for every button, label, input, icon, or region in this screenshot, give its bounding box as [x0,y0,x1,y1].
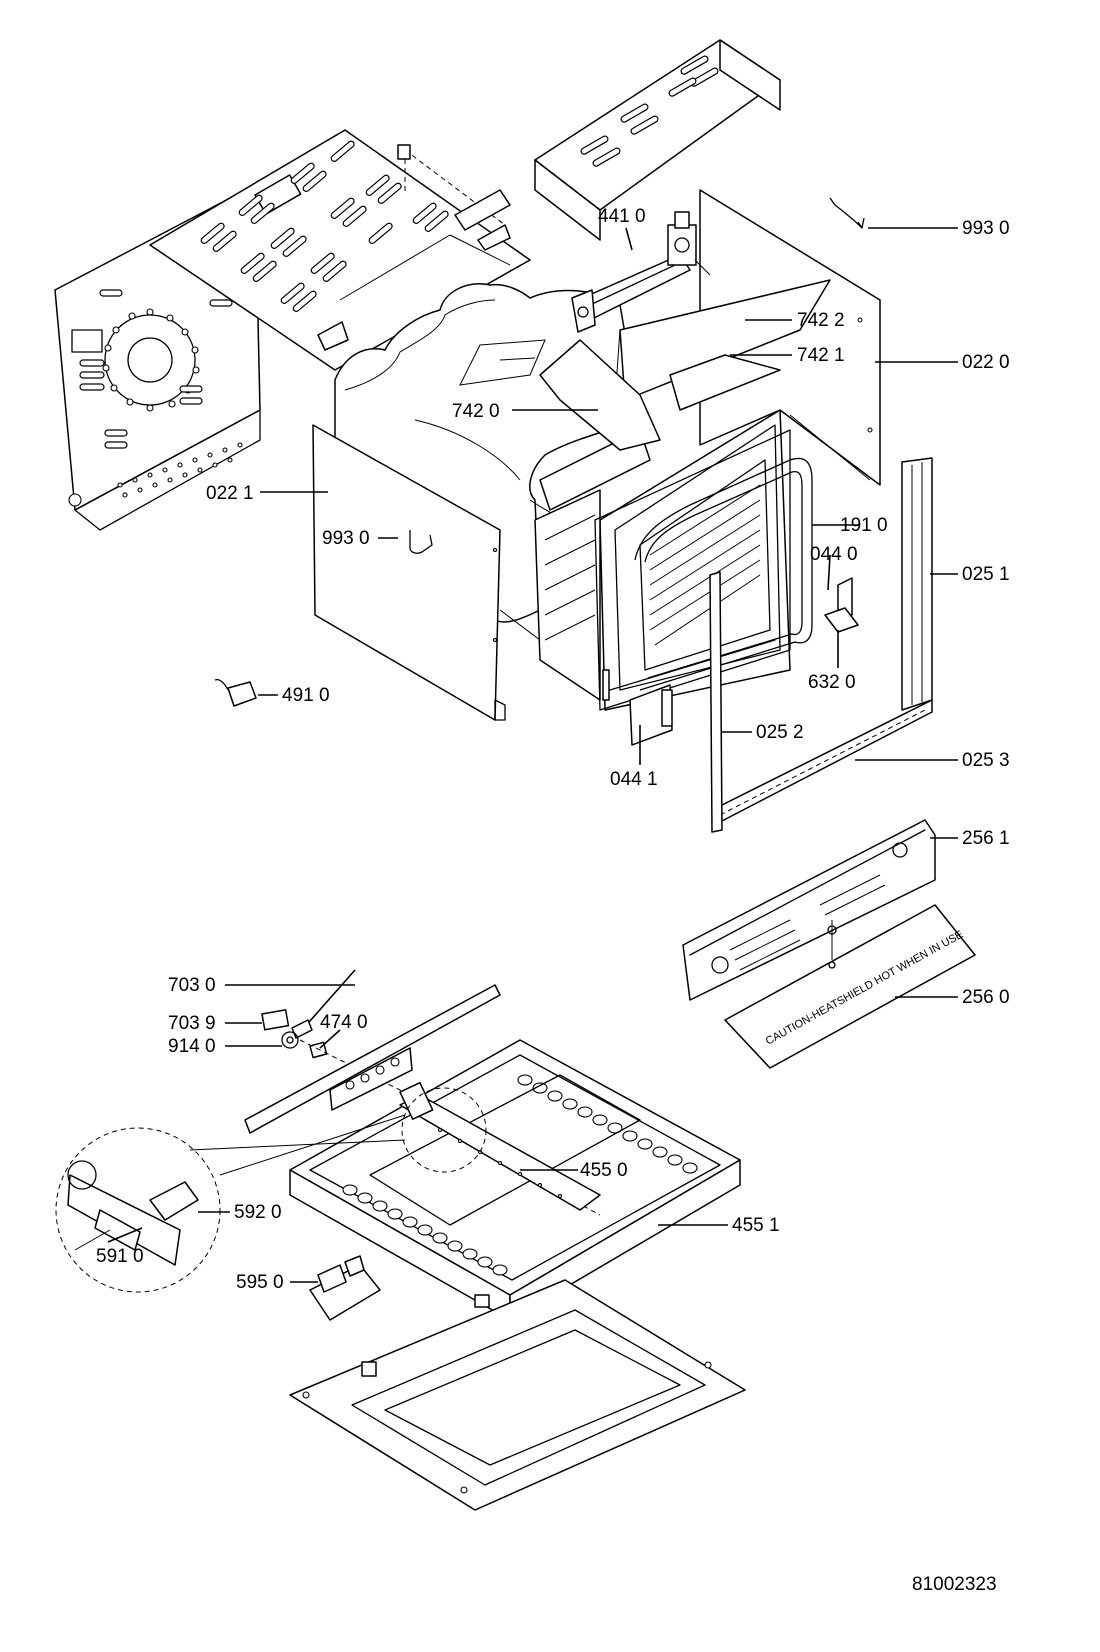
label-914-0: 914 0 [168,1036,216,1057]
gas-tube [291,969,356,1039]
label-742-2: 742 2 [797,310,845,331]
label-191-0: 191 0 [840,515,888,536]
baffle-7421 [669,354,781,411]
drawing-number: 81002323 [912,1574,997,1595]
orifice-holder [261,1009,290,1031]
label-595-0: 595 0 [236,1272,284,1293]
label-022-0: 022 0 [962,352,1010,373]
label-025-1: 025 1 [962,564,1010,585]
detail-inset [55,1087,487,1293]
leader-lines [107,227,958,1283]
part-labels: 993 0 441 0 742 2 742 1 022 0 742 0 022 … [96,206,1010,1293]
label-993-0-lower: 993 0 [322,528,370,549]
label-025-3: 025 3 [962,750,1010,771]
label-742-0: 742 0 [452,401,500,422]
trim-strip-right [901,457,933,711]
label-256-1: 256 1 [962,828,1010,849]
label-703-9: 703 9 [168,1013,216,1034]
hinge-receptacle-0440 [824,577,859,633]
door-seal [634,457,813,691]
label-591-0: 591 0 [96,1246,144,1267]
trim-strip-bottom [711,699,933,823]
top-cover-panel [534,39,781,241]
label-632-0: 632 0 [808,672,856,693]
clip-on-panel [409,530,433,554]
trim-strip-left [709,571,723,833]
label-742-1: 742 1 [797,345,845,366]
oven-cavity [499,409,791,711]
label-022-1: 022 1 [206,483,254,504]
igniter [309,1255,381,1321]
screw [827,920,837,969]
label-474-0: 474 0 [320,1012,368,1033]
cavity-top-panel [149,129,531,371]
side-panel-left [312,424,506,721]
label-455-0: 455 0 [580,1160,628,1181]
bottom-panel [289,1279,746,1511]
label-703-0: 703 0 [168,975,216,996]
label-256-0: 256 0 [962,987,1010,1008]
label-455-1: 455 1 [732,1215,780,1236]
label-044-0: 044 0 [810,544,858,565]
label-025-2: 025 2 [756,722,804,743]
label-044-1: 044 1 [610,769,658,790]
sensor-block [214,678,257,707]
label-491-0: 491 0 [282,685,330,706]
label-441-0: 441 0 [598,206,646,227]
control-panel [682,819,936,1001]
burner-tube [399,1081,601,1211]
clip-upper [829,197,865,229]
fan-motor [571,211,711,333]
burner-bracket [244,984,501,1134]
label-993-0-upper: 993 0 [962,218,1010,239]
washer [281,1031,299,1049]
label-592-0: 592 0 [234,1202,282,1223]
baffle-7420 [539,339,661,451]
